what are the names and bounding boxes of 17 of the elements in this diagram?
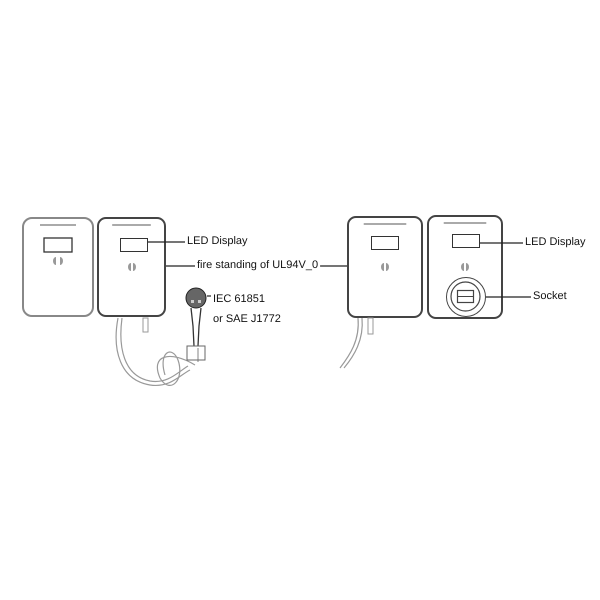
leader-line [166,265,195,267]
leader-line [486,296,531,298]
socket [446,277,486,317]
led-display [120,238,148,252]
callout-label: fire standing of UL94V_0 [197,259,318,272]
charger-unit [347,216,423,318]
charging-plug [185,286,207,346]
leader-line [148,241,185,243]
charger-unit [97,217,166,317]
charger-unit [427,215,503,319]
callout-label: IEC 61851 or SAE J1772 [213,289,281,329]
led-display [452,234,480,248]
callout-label: LED Display [187,235,248,248]
callout-label: Socket [533,290,567,303]
callout-label: LED Display [525,236,586,249]
leader-line [480,242,523,244]
leader-line [320,265,347,267]
